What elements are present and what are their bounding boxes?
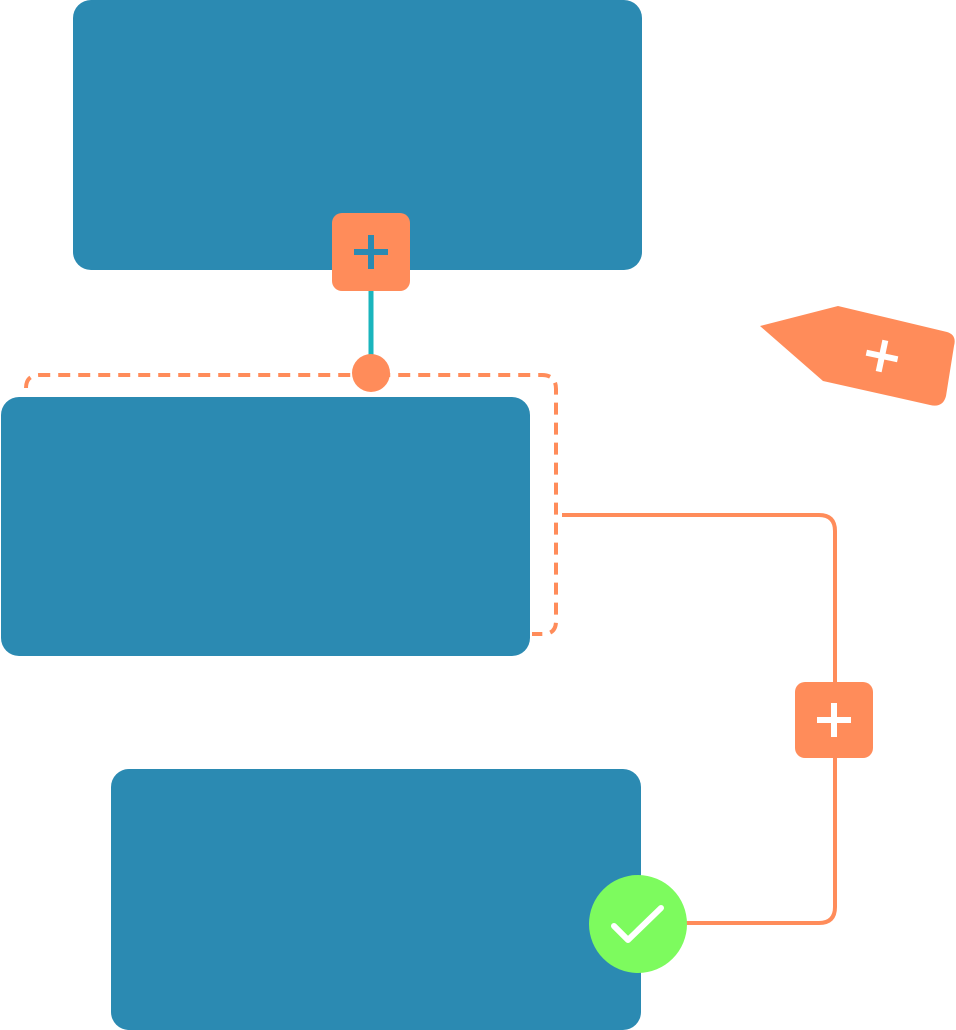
plus-icon [817, 703, 851, 737]
floating-add-tag[interactable] [760, 306, 955, 406]
selection-outline [24, 373, 558, 636]
node-middle[interactable] [1, 397, 530, 656]
connection-handle[interactable] [352, 354, 390, 392]
confirm-button[interactable] [589, 875, 687, 973]
add-button-top[interactable] [332, 213, 410, 291]
plus-icon [865, 339, 899, 373]
add-button-branch[interactable] [795, 682, 873, 758]
node-top[interactable] [73, 0, 642, 270]
node-bottom[interactable] [111, 769, 641, 1030]
check-icon [611, 905, 664, 943]
plus-icon [354, 235, 388, 269]
